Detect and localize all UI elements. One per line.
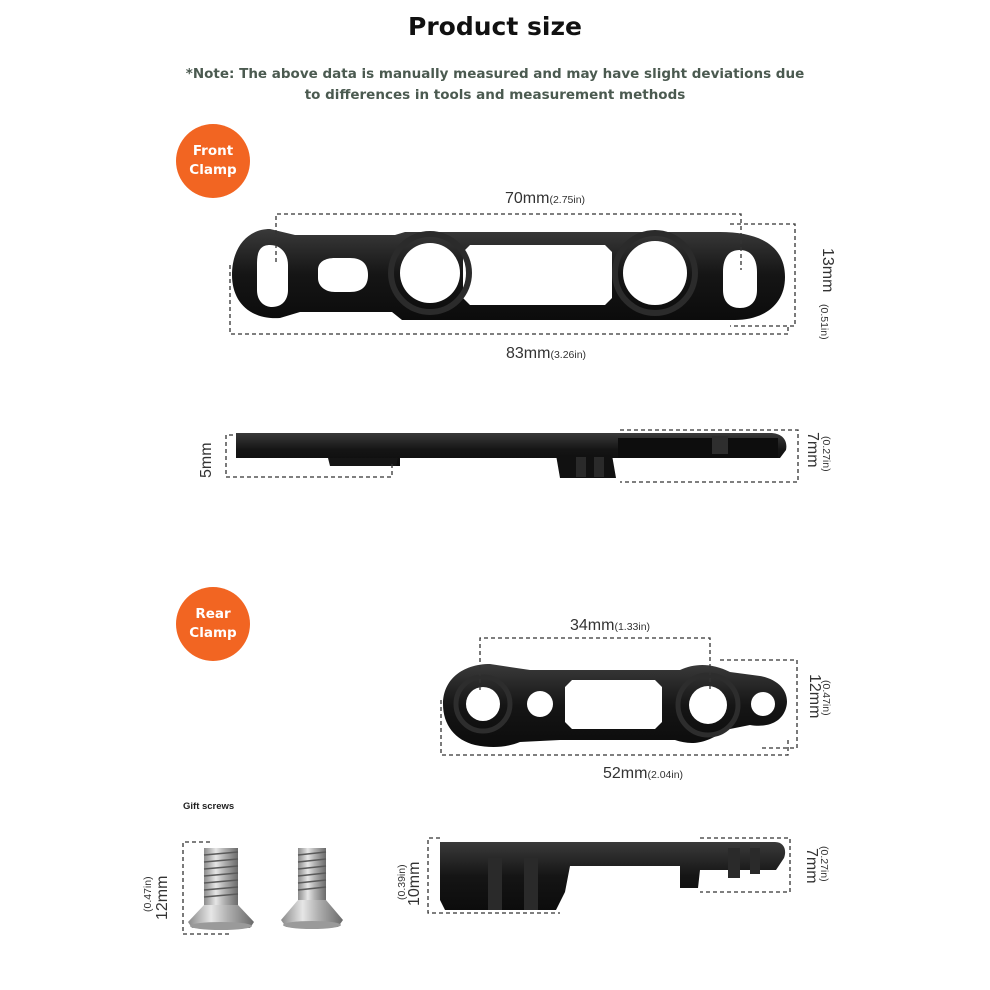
front-side-guides (225, 429, 799, 483)
front-badge-line-1: Front (192, 143, 234, 159)
rear-length-label: 52mm(2.04in) (603, 765, 683, 783)
rear-side-left-inches-label: (0.39in) (392, 864, 410, 900)
rear-side-right-inches-label: (0.27in) (816, 846, 834, 882)
rear-side-right-inches: (0.27in) (818, 846, 830, 882)
rear-badge-line-1: Rear (195, 606, 231, 622)
rear-length-value: 52mm (603, 765, 648, 782)
measurement-note: *Note: The above data is manually measur… (0, 64, 990, 106)
screw-right (281, 848, 343, 929)
front-width-inches: (0.51in) (818, 304, 830, 340)
note-line-2: to differences in tools and measurement … (304, 87, 686, 103)
note-line-1: *Note: The above data is manually measur… (185, 66, 805, 82)
front-hole-spacing-value: 70mm (505, 190, 550, 207)
rear-badge-line-2: Clamp (189, 625, 237, 641)
front-hole-spacing-inches: (2.75in) (549, 194, 586, 206)
rear-width-inches: (0.47in) (820, 680, 832, 716)
front-side-left-value: 5mm (198, 442, 215, 478)
rear-hole-spacing-inches: (1.33in) (614, 621, 651, 633)
rear-side-guides (427, 837, 791, 914)
screw-length-value: 12mm (154, 875, 171, 920)
screw-length-inches: (0.47in) (142, 876, 154, 912)
front-dimension-guides (229, 213, 796, 335)
front-width-value: 13mm (819, 248, 836, 293)
front-side-right-inches-label: (0.27in) (818, 436, 836, 472)
screw-guides (182, 841, 230, 935)
front-hole-spacing-label: 70mm(2.75in) (505, 190, 585, 208)
rear-width-inches-label: (0.47in) (818, 680, 836, 716)
screw-length-label: 12mm (154, 876, 172, 920)
rear-clamp-side-view (440, 842, 786, 910)
rear-length-inches: (2.04in) (647, 769, 684, 781)
front-clamp-badge: Front Clamp (176, 124, 250, 198)
gift-screws-label: Gift screws (183, 801, 235, 812)
rear-side-left-inches: (0.39in) (396, 864, 408, 900)
page-title: Product size (408, 12, 582, 41)
front-length-inches: (3.26in) (550, 349, 587, 361)
rear-hole-spacing-value: 34mm (570, 617, 615, 634)
front-side-right-inches: (0.27in) (820, 436, 832, 472)
rear-clamp-badge: Rear Clamp (176, 587, 250, 661)
front-badge-line-2: Clamp (189, 162, 237, 178)
front-width-inches-label: (0.51in) (816, 304, 834, 340)
front-width-label: 13mm (818, 248, 836, 292)
rear-dimension-guides (440, 637, 798, 756)
front-clamp-top-view (232, 229, 785, 320)
front-length-label: 83mm(3.26in) (506, 345, 586, 363)
front-length-value: 83mm (506, 345, 551, 362)
screw-length-inches-label: (0.47in) (138, 876, 156, 912)
front-side-left-label: 5mm (198, 442, 216, 478)
screw-left (188, 848, 254, 930)
rear-hole-spacing-label: 34mm(1.33in) (570, 617, 650, 635)
front-clamp-side-view (236, 433, 787, 478)
rear-clamp-top-view (443, 664, 787, 747)
